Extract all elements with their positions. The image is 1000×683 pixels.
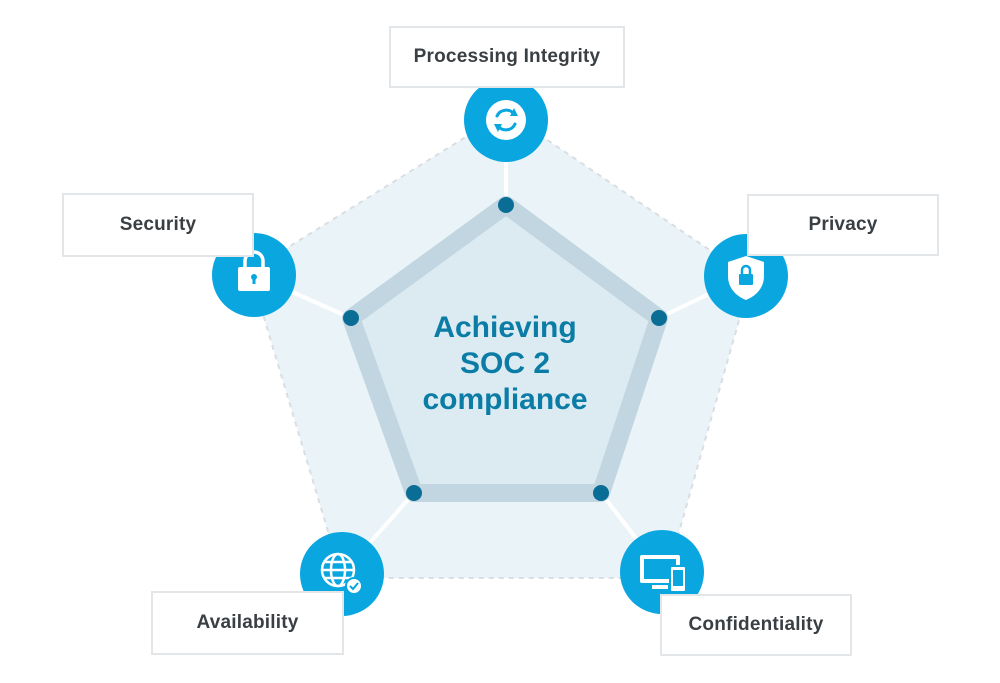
inner-pentagon: [342, 196, 668, 502]
label-processing-integrity: Processing Integrity: [389, 26, 625, 88]
node-dots: [343, 197, 667, 501]
padlock-icon: [238, 250, 270, 291]
center-title-line-2: SOC 2: [459, 347, 551, 380]
node-dot-top: [498, 197, 514, 213]
node-dot-left: [343, 310, 359, 326]
center-title-line-3: compliance: [422, 383, 588, 416]
center-title-line-1: Achieving: [433, 311, 577, 344]
globe-check-icon: [320, 552, 363, 595]
label-availability: Availability: [151, 591, 344, 655]
criterion-icon-confidentiality: [620, 530, 704, 614]
devices-icon: [640, 555, 687, 593]
label-privacy: Privacy: [747, 194, 939, 256]
shield-lock-icon: [728, 256, 764, 300]
criterion-icon-processing-integrity: [464, 78, 548, 162]
center-title: Achieving SOC 2 compliance: [380, 310, 630, 418]
node-dot-bottom-right: [593, 485, 609, 501]
node-dot-bottom-left: [406, 485, 422, 501]
refresh-icon: [494, 108, 518, 132]
label-confidentiality: Confidentiality: [660, 594, 852, 656]
node-dot-right: [651, 310, 667, 326]
label-security: Security: [62, 193, 254, 257]
